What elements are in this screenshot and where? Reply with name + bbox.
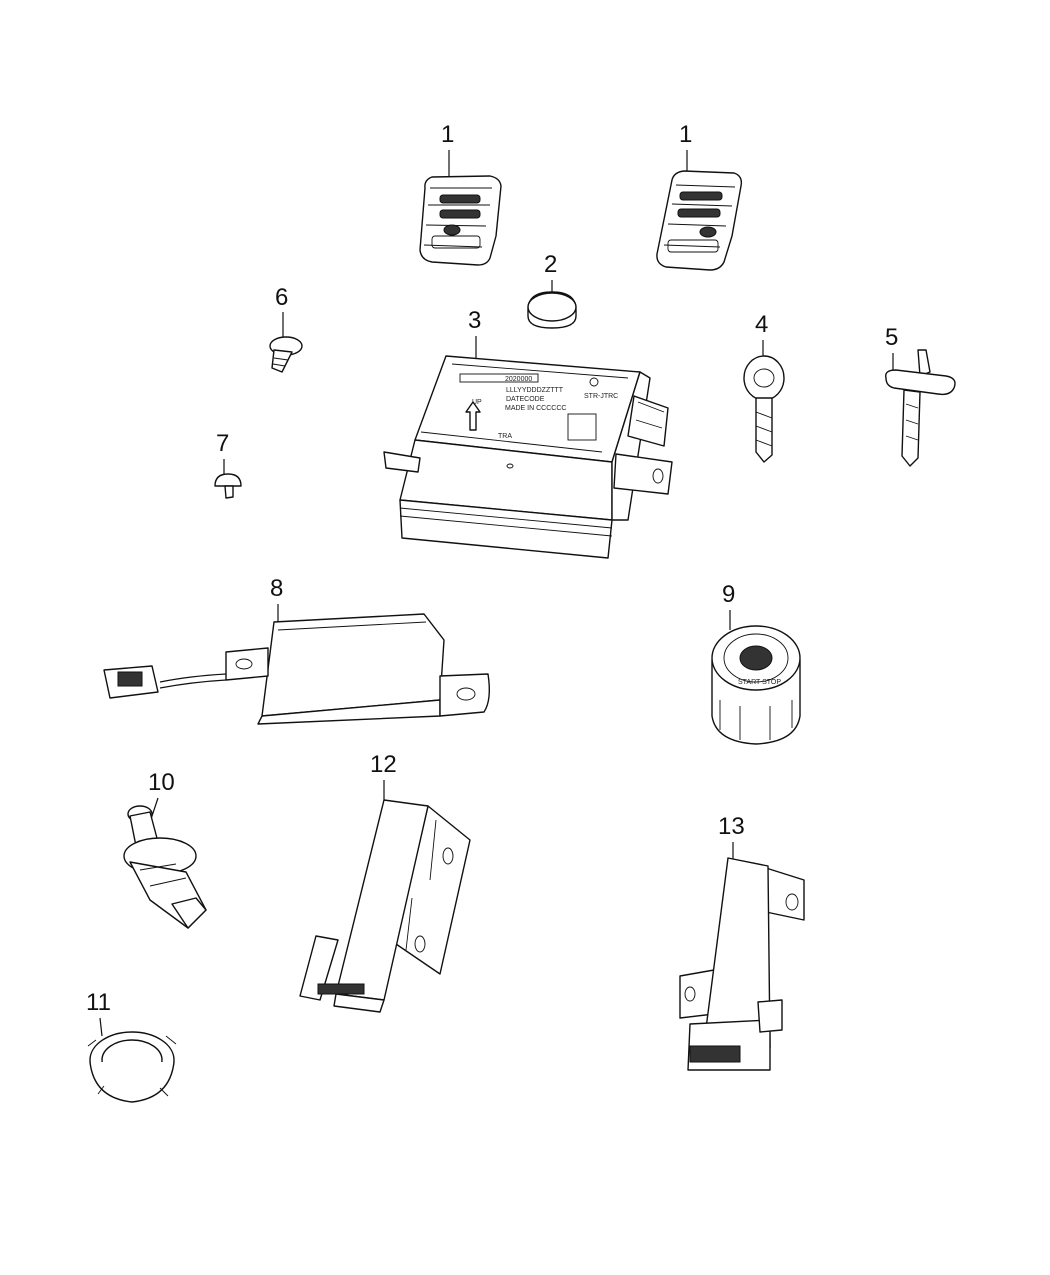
- ignition-label: START STOP: [738, 679, 781, 686]
- callout-9: 9: [722, 581, 735, 608]
- push-pin-fastener: 6: [269, 284, 303, 373]
- ignition-switch: 9 START STOP: [711, 581, 801, 745]
- coin-battery: 2: [527, 251, 577, 329]
- callout-11: 11: [86, 989, 111, 1016]
- callout-5: 5: [885, 324, 898, 351]
- electronic-control-module: 3 2020000 LLLYYDDDZZTTT DATECODE MADE IN…: [383, 307, 673, 559]
- key-fob-right: 1: [656, 121, 743, 271]
- module-label-line4: MADE IN CCCCCC: [505, 405, 566, 412]
- module-label-line5: STR-JTRC: [584, 393, 618, 400]
- rivet-fastener: 7: [214, 430, 242, 499]
- callout-1-right: 1: [679, 121, 692, 148]
- module-label-tra: TRA: [498, 433, 512, 440]
- key-fob-left: 1: [419, 121, 502, 266]
- ignition-key: 4: [743, 311, 785, 463]
- callout-13: 13: [718, 813, 745, 840]
- lock-cylinder: 10: [123, 769, 207, 929]
- module-label-line3: DATECODE: [506, 396, 545, 403]
- key-blade: 5: [885, 324, 956, 467]
- callout-12: 12: [370, 751, 397, 778]
- module-label-line1: 2020000: [505, 376, 532, 383]
- module-label-up: UP: [472, 399, 482, 406]
- callout-4: 4: [755, 311, 768, 338]
- antenna-bracket-small: 13: [679, 813, 805, 1071]
- antenna-module: 8: [103, 575, 491, 725]
- callout-8: 8: [270, 575, 283, 602]
- callout-6: 6: [275, 284, 288, 311]
- callout-1-left: 1: [441, 121, 454, 148]
- antenna-bracket-large: 12: [299, 751, 471, 1013]
- retaining-ring: 11: [86, 989, 177, 1103]
- callout-7: 7: [216, 430, 229, 457]
- callout-10: 10: [148, 769, 175, 796]
- module-label-line2: LLLYYDDDZZTTT: [506, 387, 564, 394]
- callout-3: 3: [468, 307, 481, 334]
- callout-2: 2: [544, 251, 557, 278]
